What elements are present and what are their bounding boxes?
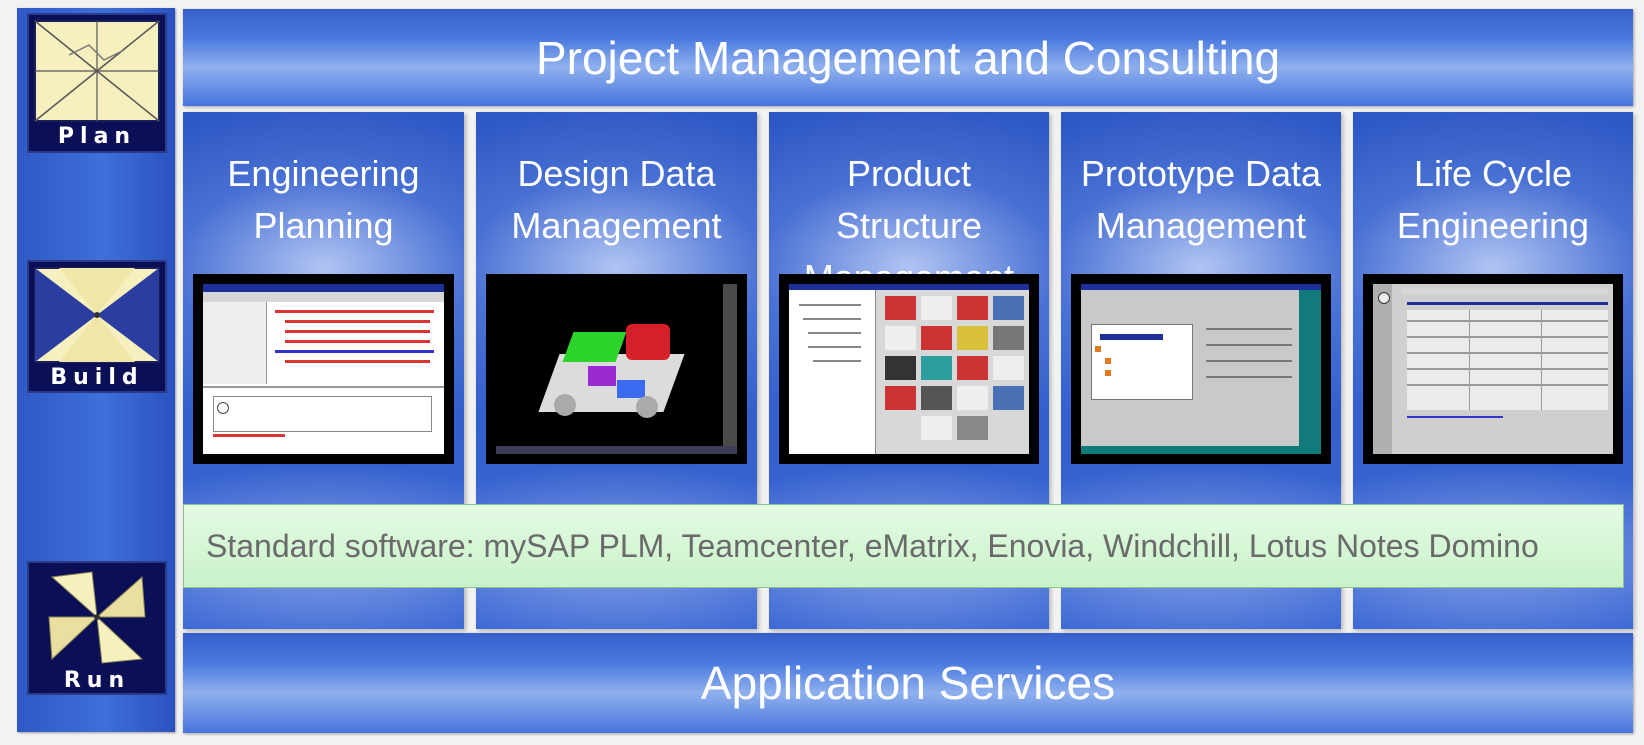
module-title: Prototype Data Management — [1080, 153, 1322, 246]
module-title: Life Cycle Engineering — [1396, 153, 1590, 246]
module-title: Design Data Management — [511, 153, 722, 246]
prototype-dialog-screenshot — [1071, 274, 1331, 464]
build-icon — [34, 267, 160, 363]
cad-vehicle-model-screenshot — [486, 274, 747, 464]
build-logo: Build — [27, 260, 167, 393]
run-logo: Run — [27, 561, 167, 695]
project-management-band: Project Management and Consulting — [183, 9, 1633, 106]
plan-icon — [34, 20, 160, 122]
application-services-band: Application Services — [183, 633, 1633, 733]
requirements-list-screenshot — [193, 274, 454, 464]
phase-label-plan: Plan — [57, 124, 137, 149]
plan-logo: Plan — [27, 13, 167, 153]
module-title: Engineering Planning — [227, 153, 420, 246]
standard-software-bar: Standard software: mySAP PLM, Teamcenter… — [183, 504, 1624, 588]
phase-label-build: Build — [50, 365, 144, 390]
vehicle-variant-gallery-screenshot — [779, 274, 1039, 464]
phase-label-run: Run — [63, 668, 131, 693]
lifecycle-table-screenshot — [1363, 274, 1623, 464]
application-services-title: Application Services — [700, 657, 1116, 709]
project-management-title: Project Management and Consulting — [535, 31, 1281, 84]
standard-software-text: Standard software: mySAP PLM, Teamcenter… — [206, 527, 1539, 564]
phase-column: Plan Build Run — [17, 8, 175, 732]
run-icon — [35, 569, 159, 665]
